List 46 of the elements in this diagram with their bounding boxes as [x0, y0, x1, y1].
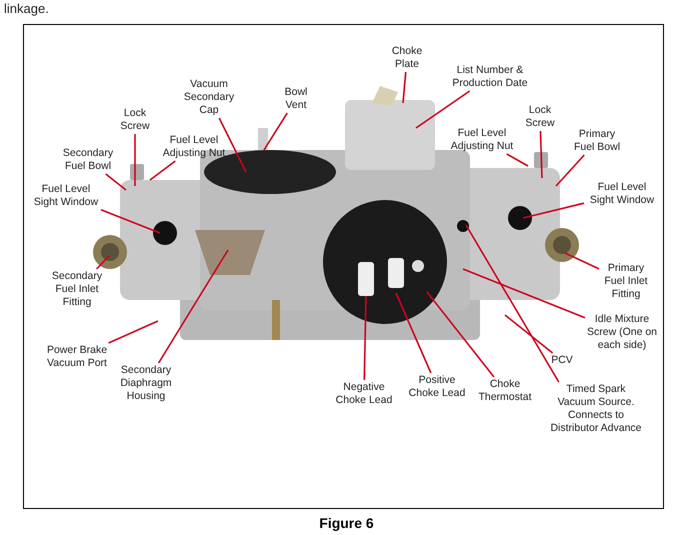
leader-line	[395, 292, 432, 374]
callout-label: Idle Mixture Screw (One on each side)	[586, 313, 658, 352]
leader-line	[263, 112, 288, 150]
callout-label: Secondary Diaphragm Housing	[116, 364, 176, 403]
callout-label: Secondary Fuel Bowl	[59, 147, 117, 173]
leader-line	[96, 255, 110, 270]
callout-label: PCV	[547, 354, 577, 367]
callout-label: Lock Screw	[118, 107, 152, 133]
leader-line	[506, 153, 528, 167]
callout-label: Vacuum Secondary Cap	[180, 78, 238, 117]
callout-label: List Number & Production Date	[446, 64, 534, 90]
callout-label: Choke Thermostat	[474, 378, 536, 404]
callout-label: Fuel Level Sight Window	[585, 181, 659, 207]
callout-label: Bowl Vent	[279, 86, 313, 112]
callout-label: Fuel Level Adjusting Nut	[161, 134, 227, 160]
callout-label: Secondary Fuel Inlet Fitting	[48, 270, 106, 309]
leader-line	[402, 72, 407, 104]
leader-line	[522, 202, 584, 219]
text-fragment: linkage.	[4, 1, 49, 16]
leader-line	[462, 268, 586, 318]
figure-caption: Figure 6	[318, 515, 375, 531]
leader-line	[108, 320, 158, 344]
leader-line	[540, 130, 543, 178]
leader-line	[504, 314, 554, 354]
callout-label: Negative Choke Lead	[333, 381, 395, 407]
leader-line	[100, 209, 160, 234]
callout-label: Positive Choke Lead	[406, 374, 468, 400]
callout-label: Primary Fuel Bowl	[572, 128, 622, 154]
callout-label: Fuel Level Sight Window	[32, 183, 100, 209]
leader-line	[105, 173, 126, 191]
leader-line	[564, 252, 600, 270]
leader-line	[426, 292, 495, 378]
leader-line	[218, 118, 247, 172]
callout-label: Fuel Level Adjusting Nut	[449, 127, 515, 153]
leader-line	[150, 160, 176, 181]
leader-line	[158, 250, 229, 364]
leader-line	[363, 296, 367, 380]
callout-label: Primary Fuel Inlet Fitting	[600, 262, 652, 301]
callout-label: Power Brake Vacuum Port	[41, 344, 113, 370]
leader-line	[465, 224, 560, 382]
leader-line	[555, 154, 585, 187]
callout-label: Lock Screw	[523, 104, 557, 130]
leader-line	[134, 134, 136, 186]
leader-line	[416, 90, 470, 129]
callout-label: Choke Plate	[387, 45, 427, 71]
callout-label: Timed Spark Vacuum Source. Connects to Distributor Advance	[547, 383, 645, 435]
